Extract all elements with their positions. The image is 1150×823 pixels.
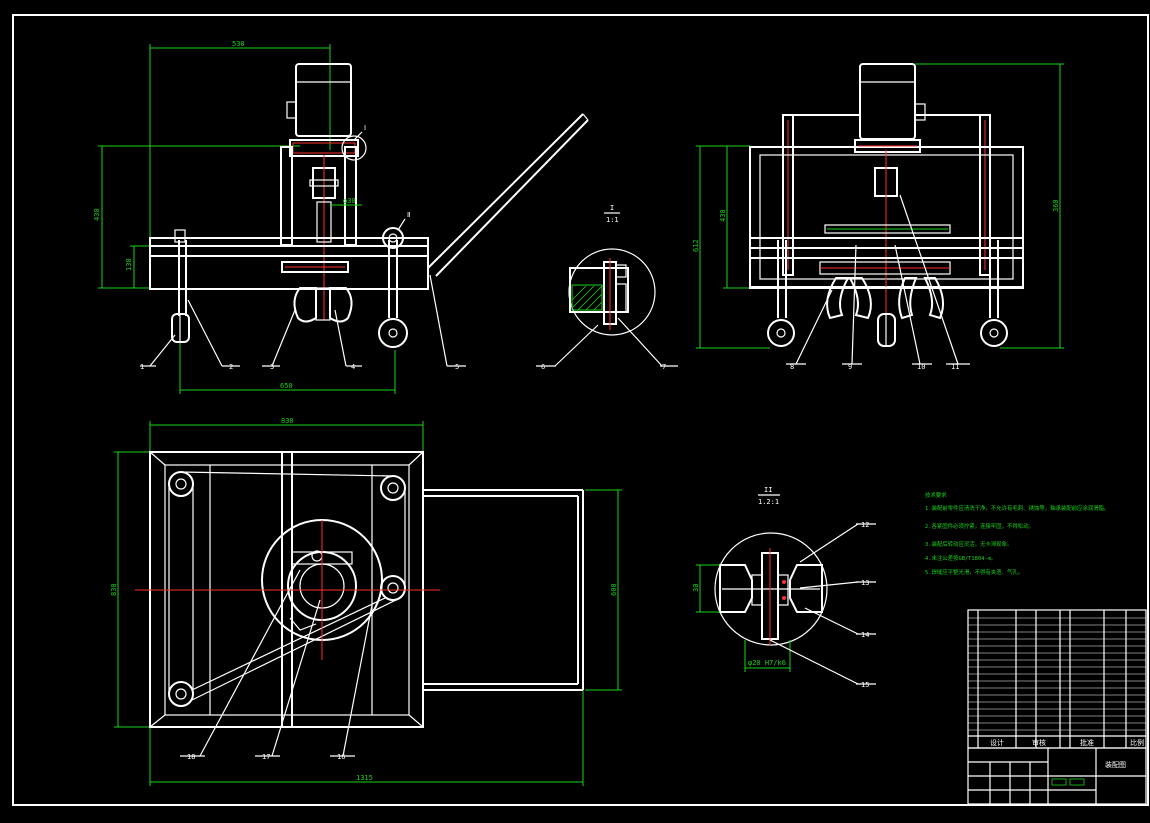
part-11: 11 bbox=[951, 363, 959, 371]
plan-dim-depth: 830 bbox=[110, 583, 118, 596]
dim-height-b: 130 bbox=[125, 258, 133, 271]
dim-height-a: 430 bbox=[93, 208, 101, 221]
bom-header-design: 设计 bbox=[990, 738, 1004, 747]
detail-II-scale: 1.2:1 bbox=[758, 498, 779, 506]
detail-dim-fit: φ20 H7/k6 bbox=[748, 659, 786, 667]
part-2: 2 bbox=[229, 363, 233, 371]
parts-list: 设计 审核 批准 比例 bbox=[967, 609, 1147, 749]
technical-notes: 技术要求 1.装配前零件应清洗干净，不允许有毛刺、锈蚀等，轴承装配前应涂润滑脂。… bbox=[925, 491, 1109, 576]
detail-dim-30: 30 bbox=[692, 584, 700, 592]
bom-header-check: 审核 bbox=[1032, 738, 1046, 747]
part-9: 9 bbox=[848, 363, 852, 371]
side-dim-430: 430 bbox=[719, 209, 727, 222]
part-14: 14 bbox=[861, 631, 869, 639]
note-1: 1.装配前零件应清洗干净，不允许有毛刺、锈蚀等，轴承装配前应涂润滑脂。 bbox=[925, 504, 1109, 512]
bom-header-scale: 比例 bbox=[1130, 738, 1144, 747]
title-block: 装配图 bbox=[967, 747, 1147, 805]
part-16: 16 bbox=[337, 753, 345, 761]
part-15: 15 bbox=[861, 681, 869, 689]
bom-header-approve: 批准 bbox=[1080, 738, 1094, 747]
part-4: 4 bbox=[351, 363, 355, 371]
drawing-title: 装配图 bbox=[1105, 760, 1126, 769]
part-10: 10 bbox=[917, 363, 925, 371]
plan-dim-width: 830 bbox=[281, 417, 294, 425]
detail-I-title: I bbox=[610, 204, 614, 212]
part-8: 8 bbox=[790, 363, 794, 371]
note-4: 4.未注公差按GB/T1804-m。 bbox=[925, 554, 996, 562]
detail-II-title: II bbox=[764, 486, 772, 494]
plan-dim-overall: 1315 bbox=[356, 774, 373, 782]
part-5: 5 bbox=[455, 363, 459, 371]
plan-view: 830 830 1315 600 bbox=[110, 417, 622, 786]
part-6: 6 bbox=[541, 363, 545, 371]
motor-tag: Ⅰ bbox=[364, 124, 366, 132]
note-3: 3.装配后转动应灵活，无卡滞现象。 bbox=[925, 540, 1012, 548]
side-dim-360: 360 bbox=[1052, 199, 1060, 212]
wheel-tag: Ⅱ bbox=[407, 211, 410, 219]
part-3: 3 bbox=[270, 363, 274, 371]
part-1: 1 bbox=[140, 363, 144, 371]
plan-dim-inner: 600 bbox=[610, 583, 618, 596]
part-17: 17 bbox=[262, 753, 270, 761]
note-2: 2.各紧固件必须拧紧，连接牢固，不得松动。 bbox=[925, 522, 1034, 530]
part-7: 7 bbox=[662, 363, 666, 371]
notes-title: 技术要求 bbox=[925, 491, 947, 499]
part-18: 18 bbox=[187, 753, 195, 761]
side-view: 612 430 360 bbox=[692, 63, 1064, 371]
detail-I-scale: 1:1 bbox=[606, 216, 619, 224]
dim-wheel-span: 650 bbox=[280, 382, 293, 390]
dim-shaft-dia: φ30 bbox=[343, 197, 356, 205]
note-5: 5.焊缝应平整光滑，不得有夹渣、气孔。 bbox=[925, 568, 1023, 576]
side-dim-612: 612 bbox=[692, 239, 700, 252]
part-13: 13 bbox=[861, 579, 869, 587]
part-12: 12 bbox=[861, 521, 869, 529]
detail-view-II: II 1.2:1 30 φ20 H7/k6 12 13 14 15 bbox=[692, 486, 876, 689]
dim-top-width: 530 bbox=[232, 40, 245, 48]
front-view: 530 430 130 650 Ⅰ φ30 bbox=[93, 40, 589, 394]
detail-view-I: I 1:1 6 7 bbox=[536, 204, 678, 371]
drawing-border bbox=[12, 14, 1149, 806]
